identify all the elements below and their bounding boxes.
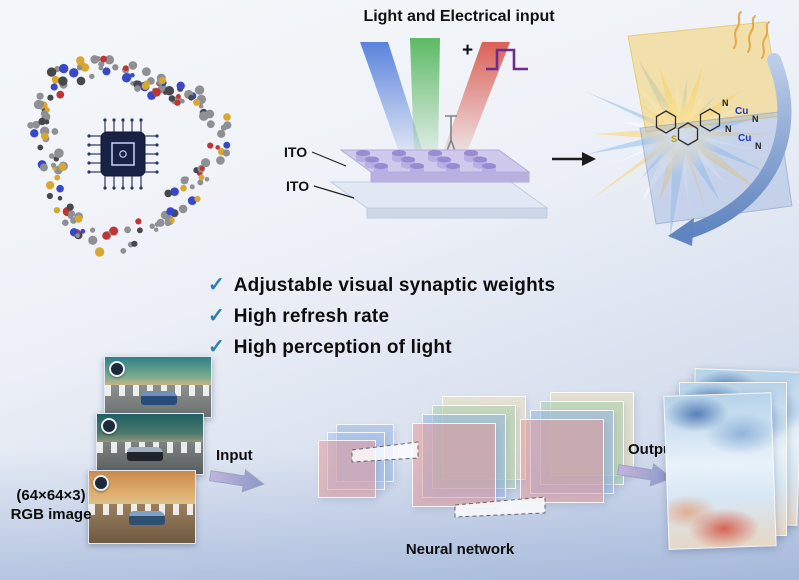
device-pixel-array bbox=[356, 150, 496, 175]
check-icon: ✓ bbox=[208, 274, 225, 296]
square-pulse-icon bbox=[486, 48, 528, 71]
photo-badge-icon bbox=[101, 418, 117, 434]
check-icon: ✓ bbox=[208, 336, 225, 358]
curved-arrow-icon bbox=[681, 53, 792, 239]
device-illustration bbox=[329, 115, 549, 219]
cu-atom-label: Cu bbox=[735, 106, 748, 117]
neural-network-label: Neural network bbox=[405, 541, 515, 558]
heat-squiggle-icon bbox=[733, 11, 770, 59]
n-atom-label: N bbox=[752, 114, 759, 124]
n-atom-label: N bbox=[755, 141, 762, 151]
ito-leader-lines bbox=[311, 151, 355, 199]
macrocycle-molecule-illustration bbox=[27, 55, 232, 257]
feature-item: ✓ Adjustable visual synaptic weights bbox=[208, 274, 556, 296]
output-arrow-icon bbox=[616, 463, 673, 487]
feature-item: ✓ High perception of light bbox=[208, 336, 452, 358]
ito-label-bottom: ITO bbox=[286, 178, 310, 194]
input-arrow-icon bbox=[208, 469, 265, 493]
microchip-icon bbox=[87, 118, 159, 190]
car-illustration bbox=[129, 511, 165, 525]
arrow-right-icon bbox=[552, 152, 596, 166]
car-illustration bbox=[141, 391, 177, 405]
street-photo-2 bbox=[96, 413, 204, 475]
green-light-beam bbox=[410, 38, 440, 155]
street-photo-1 bbox=[104, 356, 212, 418]
convolution-windows bbox=[351, 441, 546, 518]
n-atom-label: N bbox=[725, 124, 732, 134]
electrode-wires bbox=[442, 115, 457, 163]
feature-map bbox=[663, 392, 777, 550]
car-illustration bbox=[127, 447, 163, 461]
rgb-image-label: (64×64×3) RGB image bbox=[10, 487, 92, 523]
ito-label-top: ITO bbox=[284, 144, 308, 160]
feature-checklist: ✓ Adjustable visual synaptic weights ✓ H… bbox=[208, 272, 555, 365]
cu-atom-label: Cu bbox=[738, 133, 751, 144]
s-atom-label: S bbox=[671, 134, 677, 144]
figure-title: Light and Electrical input bbox=[363, 8, 555, 25]
molecule-atoms bbox=[27, 55, 232, 257]
conv-window-2 bbox=[454, 496, 546, 518]
check-icon: ✓ bbox=[208, 305, 225, 327]
input-label: Input bbox=[216, 447, 253, 464]
chemical-rings bbox=[655, 108, 721, 146]
plus-sign: + bbox=[462, 40, 474, 61]
output-feature-maps bbox=[663, 368, 799, 570]
n-atom-label: N bbox=[722, 98, 729, 108]
photo-badge-icon bbox=[109, 361, 125, 377]
feature-item: ✓ High refresh rate bbox=[208, 305, 390, 327]
photo-badge-icon bbox=[93, 475, 109, 491]
street-photo-3 bbox=[88, 470, 196, 544]
chemical-structure-illustration: N Cu N N Cu N S bbox=[585, 11, 793, 246]
conv-window-1 bbox=[351, 441, 419, 463]
blue-light-beam bbox=[360, 42, 424, 155]
